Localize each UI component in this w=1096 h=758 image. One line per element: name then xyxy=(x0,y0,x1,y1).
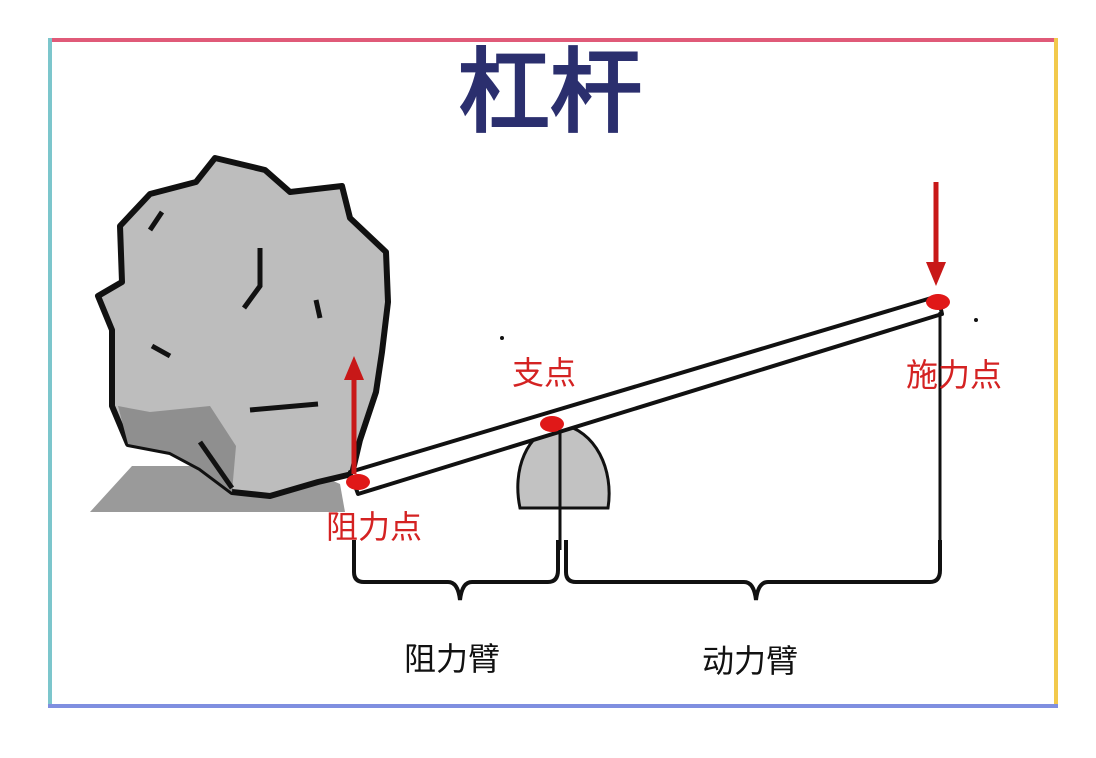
rock-crack xyxy=(197,440,235,490)
frame-right-border xyxy=(1054,38,1058,708)
rock-crack xyxy=(150,343,172,359)
fulcrum-label: 支点 xyxy=(512,354,577,392)
frame-left-border xyxy=(48,38,52,708)
diagram-title: 杠杆 xyxy=(457,38,642,146)
rock-crack xyxy=(313,299,323,319)
rock-crack xyxy=(241,248,263,310)
load-point-marker xyxy=(346,474,370,490)
effort-force-arrow xyxy=(926,182,946,286)
rock-shadow xyxy=(118,406,236,492)
load-force-arrow xyxy=(344,356,364,474)
lever-bar xyxy=(348,294,944,496)
resistance-arm-label: 阻力臂 xyxy=(404,640,501,678)
rock-crack xyxy=(147,210,165,232)
effort-arm-brace xyxy=(564,540,942,601)
resistance-arm-brace xyxy=(352,540,560,601)
stray-dot xyxy=(500,336,504,340)
fulcrum-point-marker xyxy=(540,416,564,432)
effort-arm-label: 动力臂 xyxy=(702,642,799,680)
stray-dot xyxy=(974,318,978,322)
rock-crack xyxy=(249,401,319,413)
effort-point-marker xyxy=(926,294,950,310)
frame-top-border xyxy=(48,38,1058,42)
load-point-label: 阻力点 xyxy=(326,508,423,546)
effort-point-label: 施力点 xyxy=(906,356,1003,394)
frame-bottom-border xyxy=(48,704,1058,708)
